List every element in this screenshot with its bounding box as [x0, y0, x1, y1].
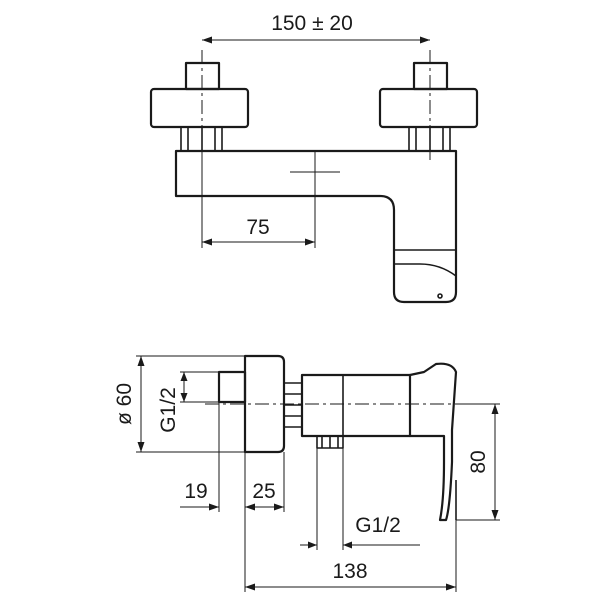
dim-inlet-thread: G1/2 [157, 371, 219, 433]
dim-75: 75 [201, 151, 316, 248]
mixer-body-top [174, 149, 458, 304]
dim-inlet-thread-label: G1/2 [157, 387, 180, 433]
dim-outlet-thread-label: G1/2 [355, 514, 401, 537]
dim-80-label: 80 [467, 450, 490, 473]
dim-138: 138 [244, 512, 457, 592]
right-connector [378, 61, 479, 152]
dim-150-label: 150 ± 20 [271, 12, 353, 35]
top-view: 150 ± 20 75 [149, 12, 479, 304]
dim-150: 150 ± 20 [202, 12, 430, 44]
dim-diameter-label: ø 60 [113, 383, 136, 425]
dim-75-label: 75 [246, 216, 269, 239]
dim-19-label: 19 [184, 480, 207, 503]
dim-138-label: 138 [332, 560, 367, 583]
dim-19-25: 19 25 [180, 402, 285, 512]
side-view: ø 60 G1/2 19 25 [113, 354, 500, 592]
dim-25-label: 25 [252, 480, 275, 503]
dim-80: 80 [456, 403, 500, 521]
dim-outlet-thread: G1/2 [300, 448, 420, 550]
left-connector [149, 61, 250, 152]
dim-diameter: ø 60 [113, 355, 245, 453]
